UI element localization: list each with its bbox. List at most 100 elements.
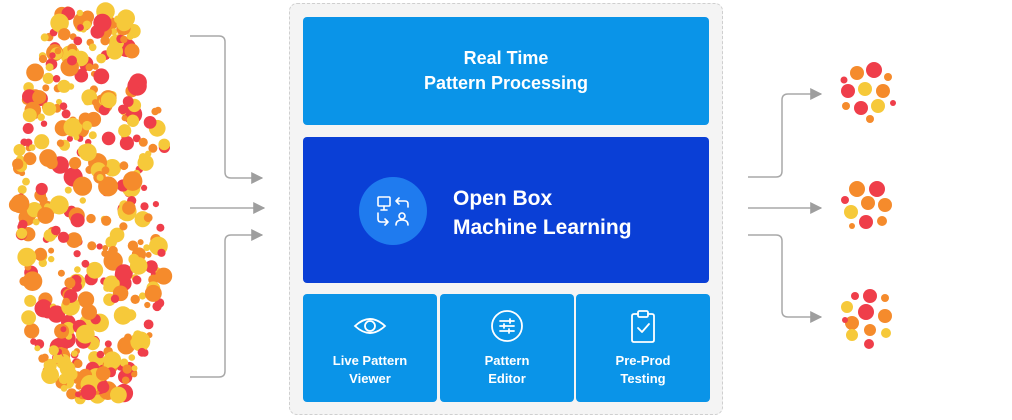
data-dot [34,134,50,150]
data-dot [21,310,36,325]
data-dot [24,138,33,147]
data-dot [38,54,48,64]
data-dot [157,248,166,257]
output-cluster-middle [841,181,892,229]
data-dot [71,350,78,357]
data-dot [57,231,70,243]
real-time-line2: Pattern Processing [423,73,589,93]
data-dot [96,350,105,359]
data-dot [17,247,37,267]
data-dot [40,33,49,42]
data-dot [124,333,132,342]
data-dot [96,174,104,181]
data-dot [41,353,49,362]
data-dot [137,154,154,171]
module-label: Live Pattern Viewer [332,353,408,386]
data-dot [60,326,67,333]
data-dot [96,243,103,250]
data-dot [110,386,127,404]
data-dot [118,124,132,138]
machine-learning-title: Open Box Machine Learning [453,184,632,242]
data-dot [155,267,173,285]
data-dot [26,63,44,82]
data-dot [61,109,71,119]
data-dot [32,218,40,226]
data-dot [121,115,128,122]
output-cluster-top [840,62,896,123]
data-dot [137,347,147,357]
data-dot [34,345,41,352]
data-dot [101,166,110,175]
data-dot [48,345,59,356]
data-dot [24,294,37,307]
data-dot [63,117,83,137]
data-dot [45,63,54,72]
data-dot [129,257,148,275]
machine-learning-line1: Open Box [453,187,553,210]
data-dot [12,158,24,170]
data-dot [52,75,61,83]
data-dot [105,236,117,248]
data-dot [103,251,123,271]
data-dot [79,197,87,204]
input-data-cloud [8,2,173,405]
data-dot [143,116,157,129]
real-time-line1: Real Time [463,48,549,68]
data-dot [24,323,40,339]
data-dot [57,269,65,277]
module-pattern-editor: Pattern Editor [440,294,574,402]
data-dot [120,35,128,44]
data-dot [37,113,45,121]
data-dot [143,244,151,252]
data-dot [56,139,65,147]
sliders-icon [489,308,525,344]
data-dot [56,98,62,105]
data-dot [38,195,48,205]
data-dot [91,99,99,106]
data-dot [13,144,26,156]
data-dot [96,53,107,64]
data-dot [103,351,122,370]
data-dot [75,324,95,344]
data-dot [50,13,69,33]
data-dot [72,176,93,196]
data-dot [81,259,90,268]
data-dot [110,28,118,36]
data-dot [54,47,62,55]
data-dot [56,157,69,170]
data-dot [144,301,151,309]
data-dot [64,277,76,289]
data-dot [34,247,47,261]
data-dot [22,123,34,134]
data-dot [62,297,71,306]
data-dot [138,137,148,147]
data-dot [20,209,28,217]
data-dot [130,294,140,304]
input-arrow-top [190,35,264,184]
data-dot [119,161,129,171]
data-dot [77,144,92,159]
data-dot [137,239,144,246]
data-dot [158,138,170,151]
data-dot [88,43,97,52]
output-arrow-bottom [748,234,823,323]
clipboard-check-icon [625,308,661,344]
data-dot [48,247,55,254]
data-dot [73,134,80,141]
data-dot [132,275,142,285]
data-dot [74,266,81,273]
data-dot [42,102,57,116]
data-dot [16,227,28,239]
data-dot [115,264,133,282]
data-dot [122,171,143,191]
data-dot [138,292,147,300]
module-label: Pattern Editor [484,353,530,386]
data-dot [121,376,130,385]
data-dot [92,63,99,70]
data-dot [35,182,48,196]
data-dot [60,384,68,392]
data-dot [156,223,165,232]
data-dot [87,241,97,251]
output-arrow-top [748,88,823,178]
